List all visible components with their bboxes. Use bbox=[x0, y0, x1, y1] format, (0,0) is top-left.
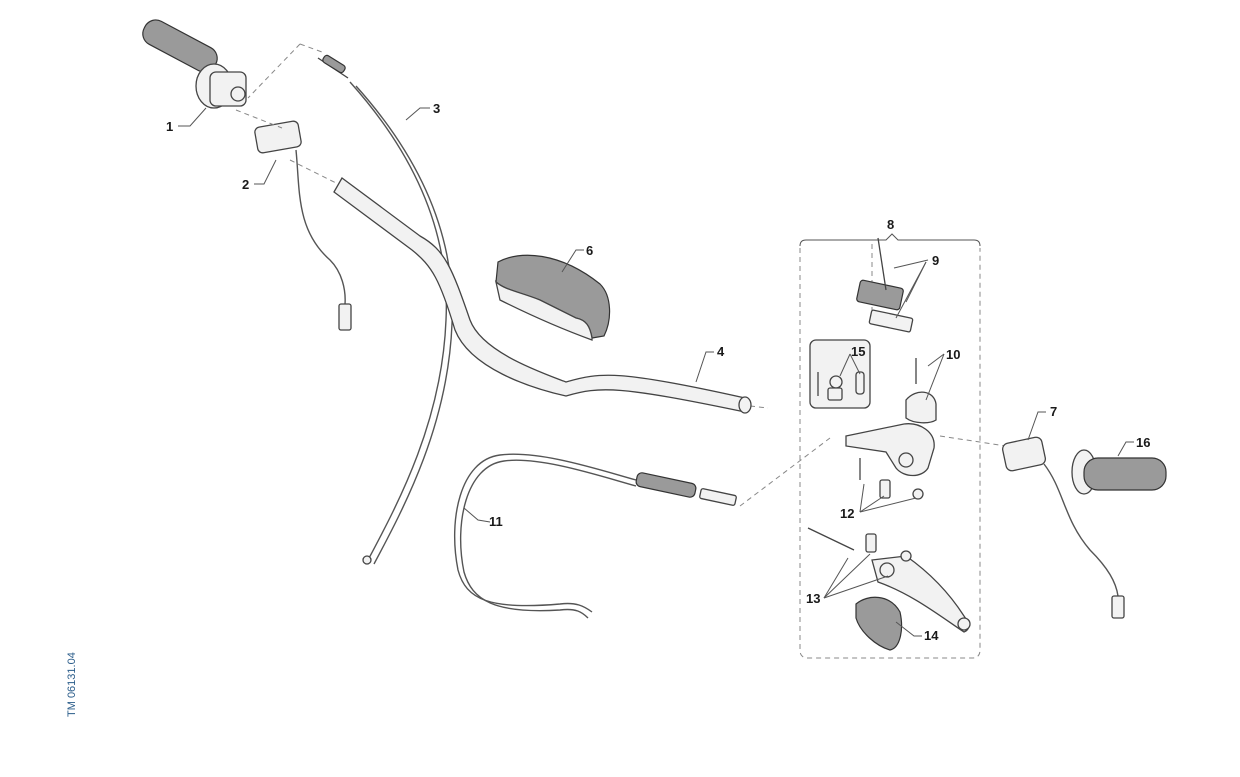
part-throttle-grip bbox=[142, 19, 247, 109]
part-group-8-frame bbox=[799, 233, 981, 659]
callout-14: 14 bbox=[924, 628, 939, 643]
part-clutch-cable bbox=[453, 453, 737, 619]
callout-1: 1 bbox=[166, 119, 173, 134]
callout-3: 3 bbox=[433, 101, 440, 116]
part-left-switch bbox=[254, 120, 352, 331]
part-clutch-lever bbox=[807, 527, 971, 633]
callout-7: 7 bbox=[1050, 404, 1057, 419]
callout-16: 16 bbox=[1136, 435, 1150, 450]
part-handlebar-pad bbox=[494, 254, 611, 341]
callouts: 1 2 3 4 6 7 8 9 10 11 12 13 14 15 16 bbox=[166, 101, 1150, 643]
callout-2: 2 bbox=[242, 177, 249, 192]
callout-4: 4 bbox=[717, 344, 725, 359]
part-throttle-cable bbox=[317, 54, 454, 565]
callout-15: 15 bbox=[851, 344, 865, 359]
part-bolts-bushings bbox=[859, 458, 924, 500]
alignment-lines bbox=[235, 43, 1007, 507]
part-right-switch bbox=[1001, 436, 1125, 619]
callout-12: 12 bbox=[840, 506, 854, 521]
leader-lines bbox=[178, 107, 1134, 637]
part-15-inset bbox=[809, 339, 871, 409]
part-reservoir-cover bbox=[856, 237, 914, 333]
callout-13: 13 bbox=[806, 591, 820, 606]
callout-10: 10 bbox=[946, 347, 960, 362]
part-master-cylinder bbox=[845, 423, 935, 477]
part-lever-cover bbox=[855, 596, 903, 651]
callout-11: 11 bbox=[489, 514, 503, 529]
part-handlebar bbox=[333, 177, 752, 414]
drawing-code: TM 06131.04 bbox=[66, 652, 78, 717]
part-clamp bbox=[905, 358, 937, 424]
callout-8: 8 bbox=[887, 217, 894, 232]
callout-6: 6 bbox=[586, 243, 593, 258]
part-right-grip bbox=[1071, 449, 1167, 495]
callout-9: 9 bbox=[932, 253, 939, 268]
